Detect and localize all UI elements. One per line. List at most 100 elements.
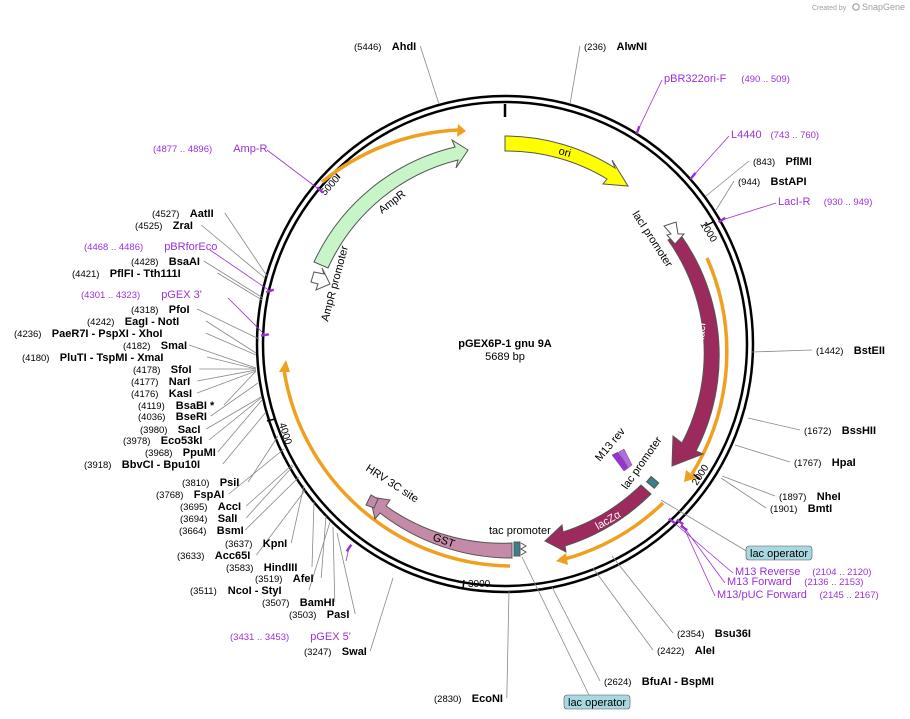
enzyme-site-bstapi[interactable]: (944) BstAPI <box>715 176 807 211</box>
enzyme-site-acc65i[interactable]: (3633)Acc65I <box>177 488 307 562</box>
orf-gst-head <box>279 360 290 372</box>
enzyme-site-bseri[interactable]: (4036)BseRI <box>138 382 259 423</box>
enzyme-site-alei[interactable]: (2422)AleI <box>592 567 715 657</box>
enzyme-position: (4242) <box>87 317 114 328</box>
enzyme-leader-line <box>222 411 267 465</box>
enzyme-leader-line <box>369 577 394 652</box>
enzyme-site-bsu36i[interactable]: (2354)Bsu36I <box>611 555 751 640</box>
feature-m13-rev[interactable] <box>611 448 633 472</box>
enzyme-site-paer7i[interactable]: (4236)PaeR7I - PspXI - XhoI <box>14 328 257 356</box>
enzyme-site-bsteii[interactable]: (1442)BstEII <box>751 345 885 357</box>
badge-lac-operator-bottom[interactable]: lac operator <box>521 556 631 710</box>
enzyme-name: AlwNI <box>617 41 648 53</box>
enzyme-site-eagi[interactable]: (4242)EagI - NotI <box>87 316 257 354</box>
enzyme-name: BstAPI <box>771 176 807 188</box>
enzyme-site-pflmi[interactable]: (843)PflMI <box>705 156 812 197</box>
enzyme-position: (4182) <box>123 341 150 352</box>
enzyme-leader-line <box>189 344 257 369</box>
enzyme-site-bsshii[interactable]: (1672)BssHII <box>747 417 876 437</box>
enzyme-site-bamhi[interactable]: (3507)BamHI <box>262 526 336 609</box>
enzyme-site-pluti[interactable]: (4180)PluTI - TspMI - XmaI <box>22 352 257 370</box>
enzyme-site-sfoi[interactable]: (4178)SfoI <box>133 364 256 376</box>
enzyme-site-pflfi[interactable]: (4421)PflFI - Tth111I <box>72 268 263 301</box>
enzyme-site-ahdi[interactable]: (5446)AhdI <box>354 41 440 105</box>
enzyme-site-pfoi[interactable]: (4318)PfoI <box>131 304 260 340</box>
feature-lacza[interactable] <box>544 484 652 553</box>
feature-ampr-promoter[interactable] <box>310 267 331 291</box>
feature-hrv-3c-site[interactable] <box>365 494 379 509</box>
enzyme-site-aatii[interactable]: (4527)AatII <box>152 208 268 277</box>
enzyme-position: (3980) <box>140 425 167 436</box>
enzyme-site-bmti[interactable]: (1901)BmtI <box>720 477 832 515</box>
enzyme-site-afei[interactable]: (3519)AfeI <box>255 515 327 585</box>
enzyme-position: (4525) <box>135 221 162 232</box>
feature-laci-promoter[interactable] <box>663 221 686 245</box>
enzyme-site-ppumi[interactable]: (3968)PpuMI <box>145 399 263 459</box>
enzyme-site-zrai[interactable]: (4525)ZraI <box>135 220 266 279</box>
enzyme-site-psii[interactable]: (3810)PsiI <box>182 435 279 489</box>
enzyme-site-bsmi[interactable]: (3664)BsmI <box>179 476 300 537</box>
enzyme-name: NcoI - StyI <box>228 585 282 597</box>
primer-l4440[interactable]: L4440(743 .. 760) <box>689 129 820 180</box>
enzyme-site-econi[interactable]: (2830)EcoNI <box>434 589 510 705</box>
enzyme-leader-line <box>245 465 294 519</box>
enzyme-name: PpuMI <box>183 447 216 459</box>
enzyme-leader-line <box>197 370 257 394</box>
enzyme-position: (944) <box>738 177 760 188</box>
enzyme-site-bfuai[interactable]: (2624)BfuAI - BspMI <box>551 586 714 688</box>
feature-ori[interactable] <box>504 135 629 187</box>
badge-lac-operator-right[interactable]: lac operator <box>660 499 813 561</box>
enzyme-site-kpni[interactable]: (3637)KpnI <box>225 484 305 550</box>
enzyme-site-fspai[interactable]: (3768)FspAI <box>156 448 285 501</box>
enzyme-site-smai[interactable]: (4182)SmaI <box>123 340 257 369</box>
enzyme-site-sali[interactable]: (3694)SalI <box>180 465 294 525</box>
enzyme-site-bbvci[interactable]: (3918)BbvCI - Bpu10I <box>84 411 267 471</box>
primer-m13-forward[interactable]: M13 Forward(2136 .. 2153) <box>676 518 863 588</box>
enzyme-site-bsaai[interactable]: (4428)BsaAI <box>131 256 264 299</box>
enzyme-site-ncoi[interactable]: (3511)NcoI - StyI <box>190 521 331 597</box>
enzyme-leader-line <box>244 476 300 531</box>
primer-pgex-3[interactable]: pGEX 3'(4301 .. 4323) <box>81 289 270 337</box>
primer-laci-r[interactable]: LacI-R(930 .. 949) <box>718 196 872 224</box>
enzyme-site-pasi[interactable]: (3503)PasI <box>289 532 356 621</box>
primer-leader-line <box>721 202 777 221</box>
enzyme-site-acci[interactable]: (3695)AccI <box>180 464 293 513</box>
enzyme-position: (3695) <box>180 502 207 513</box>
tick-label-3000: 3000 <box>468 579 491 590</box>
enzyme-leader-line <box>224 212 268 277</box>
feature-tac-promoter[interactable] <box>513 541 521 557</box>
enzyme-leader-line <box>203 260 264 299</box>
enzyme-site-bsabi[interactable]: (4119)BsaBI * <box>138 370 257 412</box>
enzyme-name: BseRI <box>176 411 207 423</box>
primer-leader-line <box>227 297 266 336</box>
enzyme-site-kasi[interactable]: (4176)KasI <box>131 370 257 400</box>
enzyme-position: (3637) <box>225 539 252 550</box>
enzyme-site-alwni[interactable]: (236)AlwNI <box>569 41 648 105</box>
primer-position: (4877 .. 4896) <box>153 144 212 155</box>
tick-1000 <box>704 221 714 227</box>
primer-m13-reverse[interactable]: M13 Reverse(2104 .. 2120) <box>668 517 871 578</box>
plasmid-name: pGEX6P-1 gnu 9A <box>458 338 552 350</box>
enzyme-site-nhei[interactable]: (1897)NheI <box>721 475 841 503</box>
enzyme-site-eco53ki[interactable]: (3978)Eco53kI <box>123 397 262 447</box>
primer-pbr322ori-f[interactable]: pBR322ori-F(490 .. 509) <box>635 73 790 135</box>
primer-amp-r[interactable]: Amp-R(4877 .. 4896) <box>153 143 324 194</box>
feature-ampr[interactable] <box>313 138 469 269</box>
primer-m13-puc-forward[interactable]: M13/pUC Forward(2145 .. 2167) <box>680 524 879 601</box>
enzyme-site-hpai[interactable]: (1767)HpaI <box>734 444 856 469</box>
feature-lac-promoter[interactable] <box>645 475 660 489</box>
enzyme-name: NheI <box>817 491 841 503</box>
enzyme-site-saci[interactable]: (3980)SacI <box>140 396 262 436</box>
primer-name: pBR322ori-F <box>664 73 727 85</box>
enzyme-name: SalI <box>218 513 238 525</box>
enzyme-name: PflMI <box>786 156 812 168</box>
enzyme-site-swai[interactable]: (3247)SwaI <box>304 577 394 658</box>
enzyme-site-nari[interactable]: (4177)NarI <box>131 369 257 388</box>
primer-pgex-5[interactable]: pGEX 5'(3431 .. 3453) <box>230 544 353 643</box>
feature-laci[interactable] <box>667 233 720 467</box>
feature-gst[interactable] <box>369 496 513 559</box>
enzyme-site-hindiii[interactable]: (3583)HindIII <box>226 501 315 574</box>
enzyme-leader-line <box>320 515 327 579</box>
enzyme-name: PluTI - TspMI - XmaI <box>60 352 164 364</box>
primer-pbrforeco[interactable]: pBRforEco(4468 .. 4486) <box>84 241 275 294</box>
